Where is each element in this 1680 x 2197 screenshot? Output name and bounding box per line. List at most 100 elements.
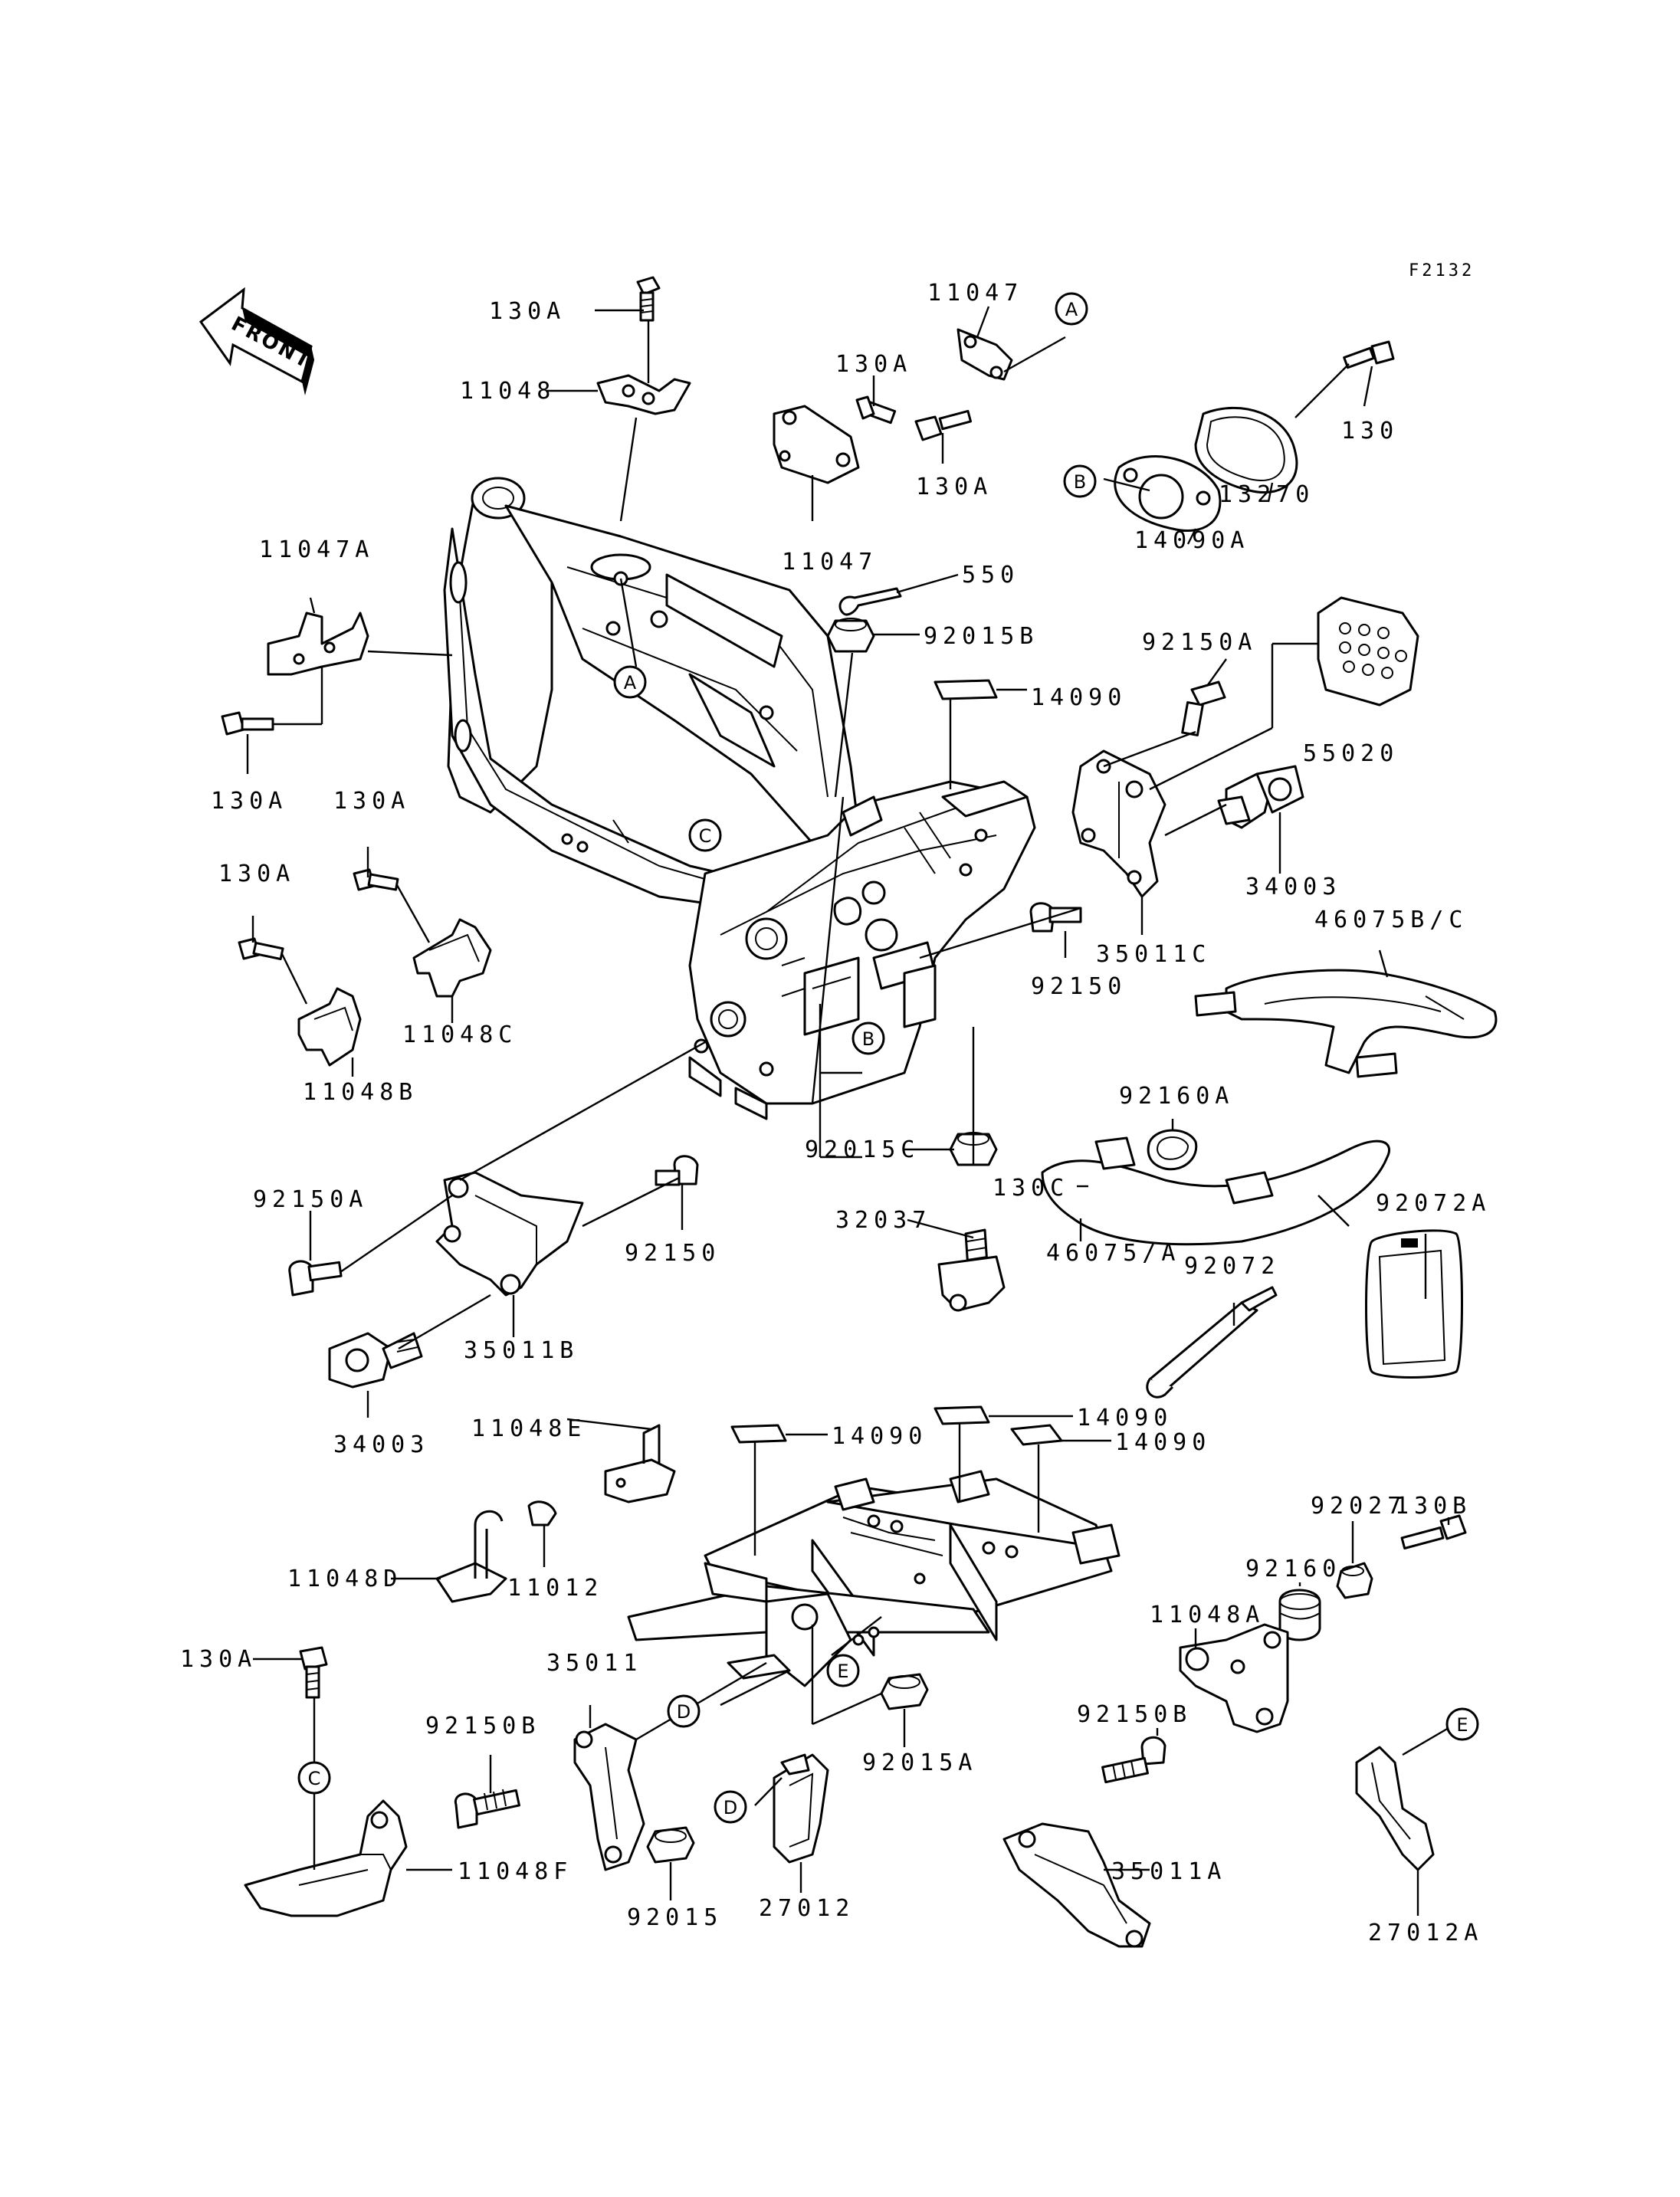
bolt-130a-f bbox=[299, 1646, 328, 1699]
part-label: 11048C bbox=[402, 1021, 517, 1048]
guard-27012 bbox=[773, 1753, 829, 1864]
part-label: 34003 bbox=[1245, 874, 1341, 900]
clevis-34003-low bbox=[328, 1332, 423, 1389]
part-label: 27012A bbox=[1368, 1920, 1483, 1946]
ref-circle-b-frame: B bbox=[851, 1021, 885, 1055]
part-label: 130A bbox=[835, 351, 912, 378]
bracket-11048-top bbox=[596, 374, 691, 415]
band-92072a bbox=[1365, 1229, 1463, 1379]
part-label: 14090 bbox=[1077, 1405, 1173, 1431]
part-label: 35011A bbox=[1111, 1858, 1226, 1885]
svg-text:A: A bbox=[1065, 299, 1078, 320]
part-label: 46075/A bbox=[1046, 1240, 1180, 1267]
handle-46075bc bbox=[1194, 969, 1498, 1078]
clevis-34003-top bbox=[1217, 765, 1304, 829]
bracket-35011b bbox=[435, 1171, 584, 1297]
bolt-92150a-left bbox=[288, 1260, 343, 1297]
bracket-11048b bbox=[297, 987, 362, 1067]
part-label: 14090 bbox=[1115, 1429, 1211, 1456]
part-label: 55020 bbox=[1303, 740, 1399, 767]
guard-27012a bbox=[1355, 1746, 1435, 1871]
part-label: 14090 bbox=[1031, 684, 1127, 711]
part-label: 92150 bbox=[1031, 973, 1127, 1000]
bolt-130a-b bbox=[855, 395, 897, 425]
part-label: 92015C bbox=[805, 1136, 920, 1163]
plate-14090-mid-b bbox=[730, 1424, 787, 1444]
bracket-11047-b bbox=[773, 405, 860, 484]
cap-11012 bbox=[527, 1500, 557, 1526]
part-label: 14090A bbox=[1134, 527, 1249, 554]
part-label: 130B bbox=[1395, 1493, 1472, 1520]
part-label: 11047 bbox=[927, 280, 1023, 307]
part-label: 92150A bbox=[1142, 629, 1257, 656]
bolt-130a-e bbox=[238, 937, 284, 961]
part-label: 35011 bbox=[546, 1650, 642, 1677]
gasket-13270 bbox=[1194, 406, 1298, 494]
ref-circle-d-sub: D bbox=[667, 1694, 701, 1728]
bolt-92150-center bbox=[655, 1155, 699, 1186]
bracket-11048a bbox=[1179, 1623, 1289, 1733]
part-label: 92150B bbox=[1077, 1701, 1192, 1728]
part-label: 92072A bbox=[1376, 1190, 1491, 1217]
bolt-130a-top bbox=[636, 276, 661, 322]
svg-text:C: C bbox=[699, 825, 712, 847]
part-label: 130 bbox=[1341, 418, 1399, 444]
part-label: 130C bbox=[993, 1175, 1069, 1202]
part-label: 130A bbox=[333, 788, 410, 815]
part-label: 35011B bbox=[464, 1337, 579, 1364]
ref-circle-b-top: B bbox=[1063, 464, 1097, 498]
part-label: 27012 bbox=[759, 1895, 855, 1922]
ref-circle-c-low: C bbox=[297, 1761, 331, 1795]
ref-circle-d-low: D bbox=[714, 1790, 747, 1824]
part-label: 92072 bbox=[1184, 1253, 1280, 1280]
svg-text:D: D bbox=[677, 1701, 691, 1723]
part-label: 550 bbox=[962, 562, 1019, 589]
part-label: 46075B/C bbox=[1314, 907, 1468, 933]
svg-text:E: E bbox=[1456, 1714, 1468, 1736]
pad-55020 bbox=[1317, 596, 1419, 707]
bolt-92150a-top bbox=[1181, 680, 1226, 736]
bracket-35011a bbox=[1002, 1822, 1151, 1948]
part-label: 92015 bbox=[627, 1904, 723, 1931]
ref-circle-a-frame: A bbox=[613, 665, 647, 699]
part-label: 130A bbox=[211, 788, 287, 815]
part-label: 130A bbox=[218, 861, 295, 887]
part-label: 35011C bbox=[1096, 941, 1211, 968]
part-label: 11048A bbox=[1150, 1602, 1265, 1628]
plate-14090-mid-a bbox=[934, 1405, 990, 1425]
rubber-92160a bbox=[1147, 1129, 1198, 1171]
bracket-11048c bbox=[412, 918, 492, 998]
part-label: 32037 bbox=[835, 1207, 931, 1234]
figure-code: F2132 bbox=[1409, 261, 1475, 280]
stud-32037 bbox=[937, 1228, 1006, 1312]
part-label: 92160 bbox=[1245, 1556, 1341, 1582]
part-label: 92150 bbox=[625, 1240, 720, 1267]
bolt-130a-c bbox=[914, 409, 973, 441]
part-label: 130A bbox=[489, 298, 566, 325]
part-label: 92150A bbox=[253, 1186, 368, 1213]
grab-rail-46075a bbox=[1041, 1136, 1390, 1246]
ref-circle-e-low: E bbox=[1445, 1707, 1479, 1741]
bolt-92150b-right bbox=[1101, 1736, 1166, 1784]
part-label: 130A bbox=[916, 474, 993, 500]
part-label: 13270 bbox=[1219, 481, 1314, 508]
part-label: 11048D bbox=[287, 1566, 402, 1592]
bolt-130 bbox=[1343, 340, 1395, 369]
cotter-pin-550 bbox=[838, 587, 902, 616]
bracket-35011 bbox=[573, 1723, 645, 1871]
sub-frame bbox=[627, 1470, 1121, 1687]
svg-text:B: B bbox=[1074, 471, 1086, 493]
plate-14090a bbox=[1114, 455, 1222, 533]
nut-92015b bbox=[826, 618, 875, 653]
svg-text:D: D bbox=[724, 1797, 737, 1818]
part-label: 92015A bbox=[862, 1749, 977, 1776]
leader-lines bbox=[246, 306, 1450, 1916]
ref-circle-e-sub: E bbox=[826, 1654, 860, 1687]
ref-circle-a-top: A bbox=[1055, 292, 1088, 326]
part-label: 92015B bbox=[924, 623, 1039, 650]
svg-text:C: C bbox=[308, 1768, 321, 1789]
collar-92027 bbox=[1336, 1562, 1373, 1599]
main-frame bbox=[443, 477, 1036, 1120]
nut-92015 bbox=[646, 1826, 695, 1864]
